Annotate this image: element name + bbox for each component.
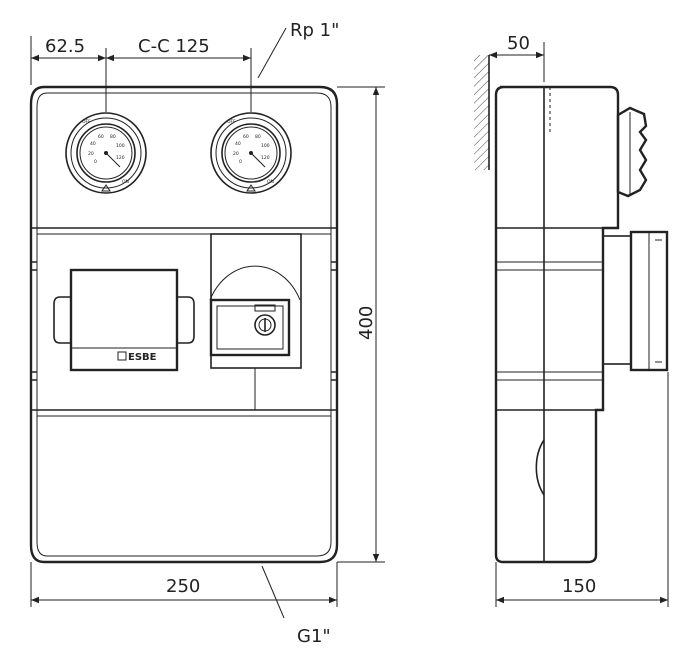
side-gauge-knob	[616, 106, 648, 198]
leader-top-connection	[257, 27, 287, 79]
front-view: OFF ON 0 20 40 60 80 100 120 OFF ON 0 20…	[29, 85, 339, 564]
svg-text:0: 0	[94, 159, 97, 165]
right-gauge-dial	[221, 123, 281, 183]
right-gauge-bezel	[210, 112, 292, 194]
svg-text:80: 80	[255, 134, 261, 140]
right-gauge: OFF ON 0 20 40 60 80 100 120	[210, 112, 292, 194]
right-gauge-off-label: OFF	[227, 119, 236, 125]
leader-bottom-connection	[261, 565, 285, 619]
left-notch-top	[31, 261, 37, 271]
dim-width: 250	[166, 576, 200, 597]
esbe-logo-icon	[117, 351, 127, 361]
left-gauge-off-label: OFF	[82, 119, 91, 125]
svg-text:100: 100	[261, 143, 270, 149]
front-body-outline	[29, 85, 339, 564]
right-gauge-on-label: ON	[267, 179, 274, 185]
dim-wall-offset: 50	[507, 33, 530, 54]
side-view: 50 150	[474, 33, 669, 607]
left-gauge-dial	[76, 123, 136, 183]
dim-height: 400	[356, 306, 377, 340]
svg-text:40: 40	[90, 141, 96, 147]
svg-text:100: 100	[116, 143, 125, 149]
front-body-inner	[36, 92, 332, 557]
brand-logo: ESBE	[128, 352, 157, 363]
svg-text:60: 60	[243, 134, 249, 140]
side-notch-bottom	[496, 371, 603, 381]
side-notch-top	[496, 261, 603, 271]
left-gauge-bezel	[65, 112, 147, 194]
svg-text:120: 120	[261, 155, 270, 161]
svg-text:60: 60	[98, 134, 104, 140]
left-gauge-on-label: ON	[122, 179, 129, 185]
pump-housing: ESBE	[53, 268, 195, 372]
side-pump	[602, 230, 669, 372]
wall-hatch	[474, 55, 489, 170]
valve-controller	[209, 233, 302, 410]
right-notch-bottom	[331, 371, 337, 381]
valve-knob	[254, 314, 276, 336]
left-gauge: OFF ON 0 20 40 60 80 100 120	[65, 112, 147, 194]
right-notch-top	[331, 261, 337, 271]
dim-offset-left: 62.5	[45, 36, 85, 57]
svg-text:80: 80	[110, 134, 116, 140]
svg-text:20: 20	[88, 151, 94, 157]
front-dimensions: 62.5 C-C 125 Rp 1" 400 250 G1"	[30, 20, 385, 647]
valve-face-plate	[209, 298, 291, 357]
right-gauge-needle	[250, 152, 266, 168]
svg-text:20: 20	[233, 151, 239, 157]
svg-text:40: 40	[235, 141, 241, 147]
left-gauge-needle	[105, 152, 121, 168]
dim-depth: 150	[562, 576, 596, 597]
svg-text:120: 120	[116, 155, 125, 161]
side-body-outline	[494, 85, 620, 564]
label-top-connection: Rp 1"	[290, 20, 339, 41]
left-notch-bottom	[31, 371, 37, 381]
label-bottom-connection: G1"	[297, 626, 331, 647]
side-bottom-bulge	[535, 439, 545, 496]
dim-center-to-center: C-C 125	[138, 36, 210, 57]
svg-text:0: 0	[239, 159, 242, 165]
